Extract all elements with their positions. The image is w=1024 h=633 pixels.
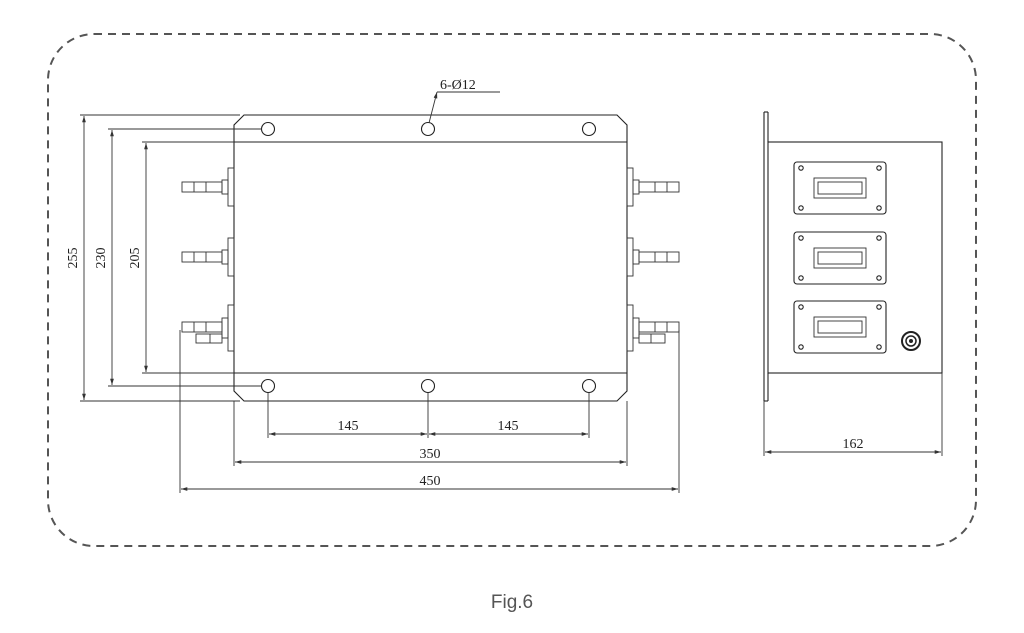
horizontal-dimensions: 145 145 350 450 xyxy=(179,330,680,493)
side-body xyxy=(767,141,943,374)
front-view: 6-Ø12 255 230 205 xyxy=(66,78,680,493)
terminal-block xyxy=(793,161,887,215)
mounting-holes xyxy=(260,121,597,394)
dim-overall-height: 255 xyxy=(66,248,81,269)
dim-bolt-pitch-left: 145 xyxy=(338,419,359,434)
mounting-hole xyxy=(260,121,276,137)
left-terminal-studs xyxy=(181,167,235,352)
side-view: 162 xyxy=(763,111,943,456)
mounting-hole xyxy=(420,378,436,394)
terminal-stud xyxy=(626,304,680,352)
terminal-stud xyxy=(626,237,680,277)
dim-bolt-span-height: 230 xyxy=(94,248,109,269)
terminal-block xyxy=(793,300,887,354)
dim-bolt-pitch-right: 145 xyxy=(498,419,519,434)
mounting-plate xyxy=(233,114,628,402)
figure-caption: Fig.6 xyxy=(490,592,534,613)
right-terminal-studs xyxy=(626,167,680,352)
terminal-stud xyxy=(626,167,680,207)
dim-body-width: 350 xyxy=(420,447,441,462)
dim-body-height: 205 xyxy=(128,248,143,269)
ground-stud xyxy=(901,331,921,351)
terminal-block xyxy=(793,231,887,285)
mounting-hole xyxy=(260,378,276,394)
terminal-stud xyxy=(181,167,235,207)
hole-callout: 6-Ø12 xyxy=(428,78,500,124)
mounting-hole xyxy=(581,121,597,137)
vertical-dimensions: 255 230 205 xyxy=(66,114,262,402)
terminal-stud xyxy=(181,237,235,277)
hole-spec-label: 6-Ø12 xyxy=(440,78,476,93)
mounting-hole xyxy=(581,378,597,394)
dim-side-depth: 162 xyxy=(843,437,864,452)
dashed-outline xyxy=(47,33,977,547)
dim-overall-width: 450 xyxy=(420,474,441,489)
mounting-hole xyxy=(420,121,436,137)
terminal-stud xyxy=(181,304,235,352)
